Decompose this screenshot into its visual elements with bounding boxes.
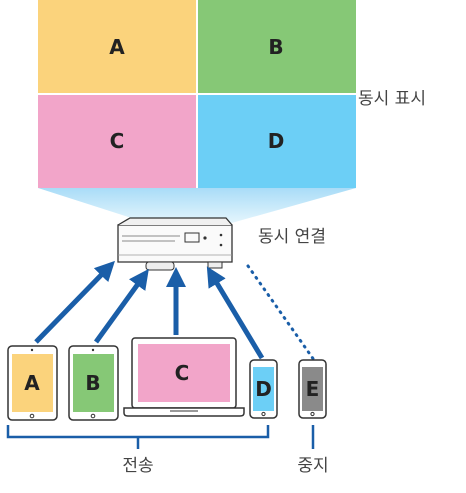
arrow-device-a bbox=[34, 260, 115, 344]
phone-d-screen bbox=[253, 367, 274, 411]
tablet-b: B bbox=[68, 345, 119, 421]
phone-d: D bbox=[249, 359, 278, 419]
stopped-connection-dotted-line bbox=[246, 264, 316, 362]
screen-cell-a-label: A bbox=[109, 35, 125, 59]
connection-arrows bbox=[34, 260, 265, 360]
projection-beam bbox=[38, 188, 356, 224]
projected-screen: A B C D bbox=[38, 0, 356, 188]
transmit-bracket bbox=[6, 425, 270, 449]
simultaneous-connection-label: 동시 연결 bbox=[258, 227, 326, 247]
phone-e-label: E bbox=[306, 377, 320, 401]
stop-label: 중지 bbox=[297, 456, 328, 476]
screen-cell-a bbox=[38, 0, 197, 94]
phone-e: E bbox=[298, 359, 327, 419]
tablet-b-label: B bbox=[85, 371, 100, 395]
arrow-device-d bbox=[206, 266, 265, 360]
screen-cell-d-label: D bbox=[268, 129, 285, 153]
projector bbox=[117, 217, 233, 271]
tablet-a-label: A bbox=[24, 371, 40, 395]
tablet-a: A bbox=[7, 345, 58, 421]
screen-cell-b bbox=[197, 0, 356, 94]
laptop-c: C bbox=[123, 337, 245, 417]
screen-cell-b-label: B bbox=[268, 35, 283, 59]
screen-cell-d bbox=[197, 94, 356, 188]
screen-cell-c-label: C bbox=[110, 129, 125, 153]
phone-e-screen bbox=[302, 367, 323, 411]
laptop-c-label: C bbox=[175, 361, 190, 385]
phone-d-label: D bbox=[255, 377, 272, 401]
tablet-a-screen bbox=[12, 354, 53, 412]
tablet-b-screen bbox=[73, 354, 114, 412]
simultaneous-display-label: 동시 표시 bbox=[358, 89, 426, 109]
screen-cell-c bbox=[38, 94, 197, 188]
laptop-c-screen bbox=[138, 344, 230, 402]
transmit-label: 전송 bbox=[122, 456, 153, 476]
arrow-device-b bbox=[93, 268, 149, 344]
